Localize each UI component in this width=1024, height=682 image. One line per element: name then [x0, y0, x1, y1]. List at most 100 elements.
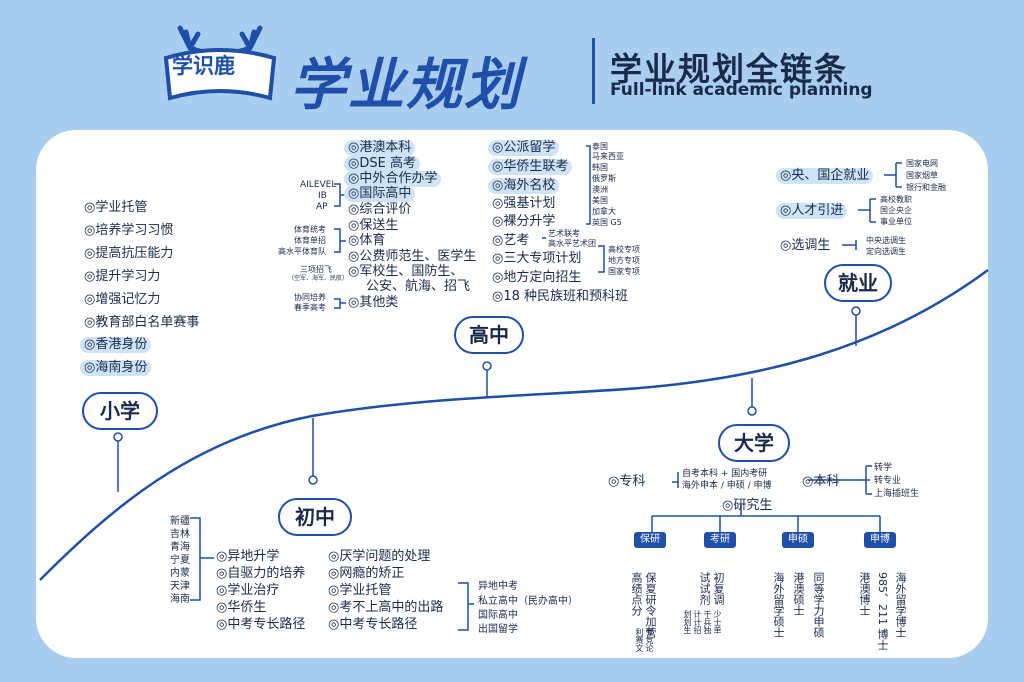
senior-item: ◎港澳本科 [344, 140, 416, 156]
soe-sub: 国家电网 [906, 159, 938, 168]
junior-left-item: ◎自驱力的培养 [216, 566, 306, 581]
shenshuo-text: 同等学力申硕 [812, 572, 825, 638]
exit-option: 私立高中（民办高中） [478, 596, 578, 607]
grad-tag: 考研 [704, 532, 736, 548]
province: 新疆 [170, 516, 190, 527]
country: 俄罗斯 [592, 174, 616, 183]
junior-right-item: ◎考不上高中的出路 [328, 600, 444, 615]
kaoyan-text: 初复调 [712, 572, 725, 605]
province: 青海 [170, 542, 190, 553]
talent-sub: 事业单位 [880, 217, 912, 226]
kaoyan-sub: 计计招 [693, 610, 702, 634]
grad-tag: 申硕 [782, 532, 814, 548]
primary-item: ◎教育部白名单赛事 [84, 315, 200, 330]
stage-primary: 小学 [82, 392, 158, 430]
junior-left-item: ◎华侨生 [216, 600, 267, 615]
baoyan-sub: 专竞论 [645, 628, 654, 652]
junior-right-item: ◎中考专长路径 [328, 617, 418, 632]
special-sub: 国家专项 [608, 267, 640, 276]
stage-employment: 就业 [824, 264, 892, 302]
junior-left-item: ◎中考专长路径 [216, 617, 306, 632]
primary-item: ◎提高抗压能力 [84, 246, 174, 261]
kaoyan-sub: 干兵独 [703, 610, 712, 634]
mil-sub: （空军、海军、民航） [288, 275, 349, 282]
intl-sub: AILEVEL [300, 180, 337, 190]
province: 内蒙 [170, 568, 190, 579]
special-sub: 地方专项 [608, 256, 640, 265]
benke-sub: 转学 [874, 463, 893, 473]
senior-item: ◎公费师范生、医学生 [348, 249, 477, 264]
intl-sub: AP [316, 202, 328, 212]
senior-item: ◎公派留学 [488, 140, 560, 156]
benke-sub: 上海插班生 [874, 489, 920, 499]
kaoyan-sub: 划划生 [683, 610, 692, 634]
country: 美国 [592, 196, 608, 205]
shenbo-text: 港澳博士 [858, 572, 871, 616]
baoyan-text: 保夏研令加营 [644, 572, 657, 638]
uni-zhuanke: ◎专科 [608, 474, 646, 489]
primary-item: ◎香港身份 [80, 337, 152, 353]
zhuanke-sub: 海外申本 / 申硕 / 申博 [682, 481, 772, 491]
subtitle-en: Full-link academic planning [610, 80, 873, 100]
subtitle-cn: 学业规划全链条 [610, 50, 849, 88]
senior-item: ◎DSE 高考 [344, 156, 420, 172]
senior-item: ◎地方定向招生 [492, 270, 582, 285]
exit-option: 出国留学 [478, 624, 518, 635]
header-divider [592, 38, 595, 104]
employment-item: ◎央、国企就业 [776, 168, 874, 184]
senior-item: ◎华侨生联考 [488, 159, 573, 175]
shenshuo-text: 港澳硕士 [792, 572, 805, 616]
exit-option: 国际高中 [478, 610, 518, 621]
shenbo-text: 985、211 博士 [876, 572, 889, 651]
junior-right-item: ◎厌学问题的处理 [328, 549, 431, 564]
primary-item: ◎学业托管 [84, 200, 148, 215]
uni-grad: ◎研究生 [722, 498, 773, 513]
benke-sub: 转专业 [874, 476, 902, 486]
country: 泰国 [592, 142, 608, 151]
stage-university: 大学 [718, 424, 790, 462]
province: 天津 [170, 581, 190, 592]
primary-item: ◎海南身份 [80, 360, 152, 376]
shenshuo-text: 海外留学硕士 [772, 572, 785, 638]
senior-item: ◎军校生、国防生、 [348, 264, 464, 279]
stage-junior: 初中 [278, 498, 352, 536]
senior-item: ◎综合评价 [348, 202, 412, 217]
primary-item: ◎提升学习力 [84, 269, 161, 284]
senior-item: ◎体育 [348, 233, 386, 248]
senior-item: 公安、航海、招飞 [366, 279, 471, 294]
exit-option: 异地中考 [478, 581, 518, 592]
country: 马来西亚 [592, 152, 624, 161]
country: 加拿大 [592, 207, 616, 216]
junior-right-item: ◎网瘾的矫正 [328, 566, 405, 581]
employment-item: ◎人才引进 [776, 203, 848, 219]
country: 英国 G5 [592, 218, 622, 227]
other-sub: 协同培养 [294, 293, 326, 302]
junior-right-item: ◎学业托管 [328, 583, 392, 598]
senior-item: ◎强基计划 [492, 196, 556, 211]
senior-item: ◎18 种民族班和预科班 [492, 289, 629, 304]
intl-sub: IB [318, 191, 327, 201]
baoyan-sub: 利赛文 [635, 628, 644, 652]
senior-item: ◎其他类 [348, 295, 399, 310]
deer-logo-icon [163, 25, 277, 101]
junior-left-item: ◎异地升学 [216, 549, 280, 564]
junior-left-item: ◎学业治疗 [216, 583, 280, 598]
sports-sub: 高水平体育队 [278, 247, 326, 256]
brand-title: 学业规划 [290, 53, 522, 118]
senior-item: ◎海外名校 [488, 178, 560, 194]
senior-item: ◎艺考 [492, 233, 530, 248]
sports-sub: 体育统考 [294, 225, 326, 234]
logo-text: 学识鹿 [172, 54, 235, 78]
country: 澳洲 [592, 185, 608, 194]
baoyan-text: 高绩点分 [630, 572, 643, 616]
senior-item: ◎裸分升学 [492, 214, 556, 229]
other-sub: 春季高考 [294, 303, 326, 312]
zhuanke-sub: 自考本科 + 国内考研 [682, 469, 768, 479]
primary-item: ◎增强记忆力 [84, 292, 161, 307]
grad-tag: 申博 [864, 532, 896, 548]
senior-item: ◎国际高中 [344, 186, 416, 202]
country: 韩国 [592, 163, 608, 172]
art-sub: 高水平艺术团 [548, 239, 596, 248]
xuandiao-sub: 中央选调生 [866, 236, 906, 245]
